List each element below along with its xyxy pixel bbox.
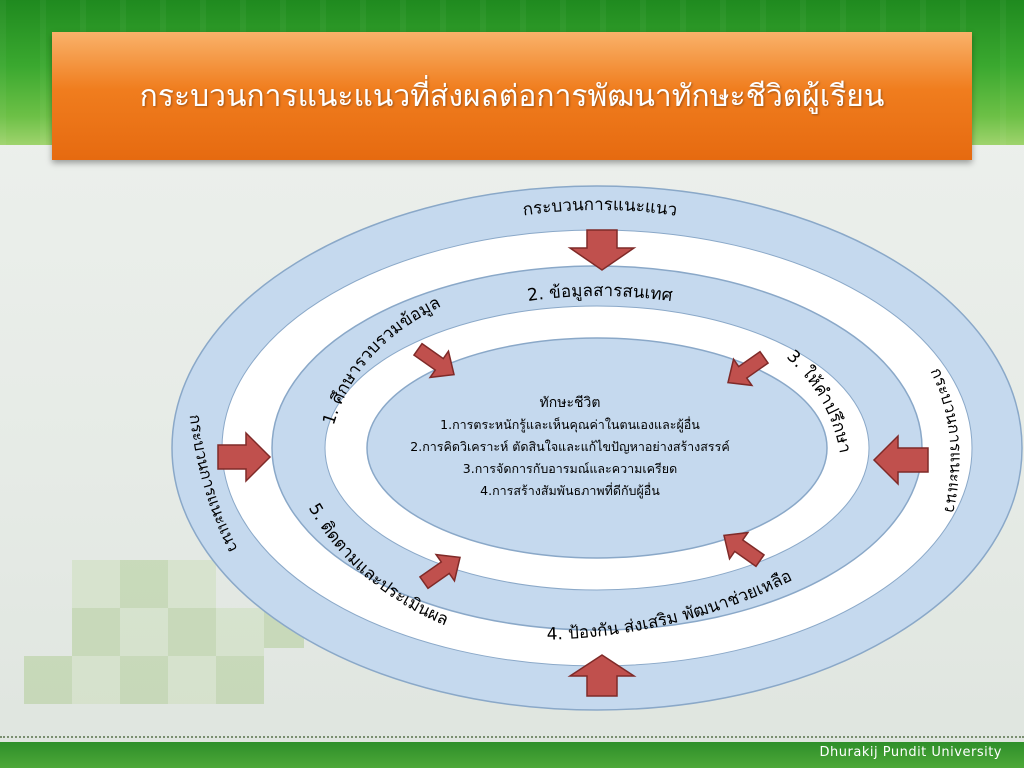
life-skill-item: 3.การจัดการกับอารมณ์และความเครียด <box>462 461 678 476</box>
life-skill-item: 4.การสร้างสัมพันธภาพที่ดีกับผู้อื่น <box>480 483 660 498</box>
center-content: ทักษะชีวิต 1.การตระหนักรู้และเห็นคุณค่าใ… <box>370 392 770 502</box>
slide-title: กระบวนการแนะแนวที่ส่งผลต่อการพัฒนาทักษะช… <box>139 78 885 114</box>
arrow-up-icon <box>567 654 637 697</box>
arrow-down-icon <box>567 229 637 271</box>
arrow-diagonal-icon <box>723 531 766 568</box>
life-skill-item: 1.การตระหนักรู้และเห็นคุณค่าในตนเองและผู… <box>440 417 700 432</box>
arrow-diagonal-icon <box>418 553 461 590</box>
footer-divider <box>0 736 1024 738</box>
title-banner: กระบวนการแนะแนวที่ส่งผลต่อการพัฒนาทักษะช… <box>52 32 972 160</box>
arrow-right-icon <box>217 431 272 483</box>
center-ellipse <box>366 337 828 559</box>
arrow-diagonal-icon <box>727 350 770 387</box>
center-heading: ทักษะชีวิต <box>539 395 601 411</box>
footer-band <box>0 742 1024 768</box>
arrow-diagonal-icon <box>412 342 455 379</box>
life-skill-item: 2.การคิดวิเคราะห์ ตัดสินใจและแก้ไขปัญหาอ… <box>410 439 730 454</box>
footer-university: Dhurakij Pundit University <box>819 745 1002 760</box>
arrow-left-icon <box>872 434 929 486</box>
